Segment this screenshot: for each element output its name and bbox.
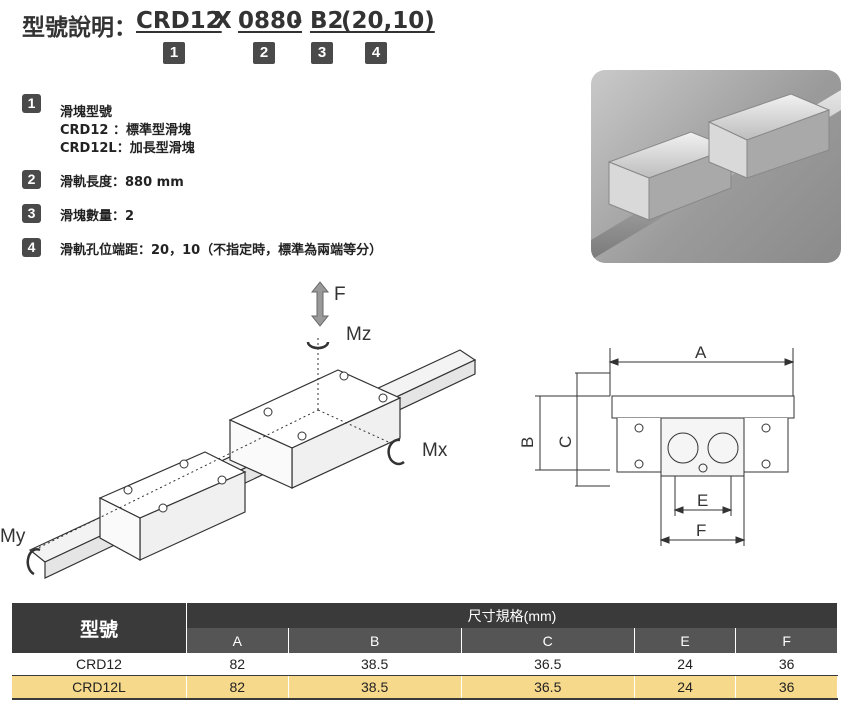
legend-item-1-line-3: CRD12L：加長型滑塊: [60, 141, 195, 156]
label-my: My: [0, 526, 26, 547]
code-badge-1: 1: [163, 42, 185, 64]
cell-c: 36.5: [461, 675, 635, 699]
dim-label-b: B: [518, 437, 537, 448]
legend-item-4: 滑軌孔位端距：20，10（不指定時，標準為兩端等分）: [60, 243, 383, 258]
label-f: F: [334, 284, 346, 305]
code-separator-dash: -: [293, 8, 303, 34]
table-col-a: A: [186, 628, 289, 653]
slide-rail-photo-illustration: [591, 90, 841, 260]
dim-label-a: A: [695, 343, 707, 362]
table-header-model: 型號: [12, 603, 187, 653]
spec-table: 型號 尺寸規格(mm) A B C E F CRD12 82 38.5 36.5…: [12, 603, 838, 700]
cross-section-drawing: A B C E F: [518, 343, 795, 546]
code-part-quantity: B2: [310, 8, 344, 34]
code-part-hole-pitch: (20,10): [341, 8, 435, 34]
legend-item-2: 滑軌長度：880 mm: [60, 175, 184, 190]
moment-mx-icon: [387, 438, 405, 466]
legend-badge-3: 3: [22, 204, 41, 223]
moment-my-icon: [26, 548, 41, 576]
code-badge-4: 4: [365, 42, 387, 64]
legend-item-1-line-2: CRD12 ：標準型滑塊: [60, 123, 191, 138]
code-separator-x: X: [214, 8, 232, 34]
dim-label-e: E: [697, 491, 708, 510]
table-row: CRD12 82 38.5 36.5 24 36: [12, 653, 838, 676]
table-header-dimensions: 尺寸規格(mm): [186, 603, 838, 628]
legend-badge-4: 4: [22, 238, 41, 257]
table-col-c: C: [461, 628, 635, 653]
force-arrow-icon: [310, 281, 330, 327]
cell-e: 24: [634, 675, 737, 699]
rail-moment-diagram: F Mz Mx My: [0, 281, 477, 579]
cell-a: 82: [186, 653, 289, 676]
moment-mz-icon: [306, 341, 330, 350]
product-photo: [591, 70, 841, 263]
label-mx: Mx: [422, 440, 448, 461]
cell-model: CRD12: [12, 653, 187, 676]
table-row: CRD12L 82 38.5 36.5 24 36: [12, 675, 838, 699]
cell-b: 38.5: [288, 675, 462, 699]
table-col-e: E: [634, 628, 737, 653]
dim-label-f: F: [696, 521, 706, 540]
code-part-length: 0880: [238, 8, 303, 34]
dim-label-c: C: [556, 436, 575, 448]
cell-c: 36.5: [461, 653, 635, 676]
label-mz: Mz: [346, 324, 371, 345]
cell-f: 36: [735, 653, 838, 676]
cell-a: 82: [186, 675, 289, 699]
cell-f: 36: [735, 675, 838, 699]
legend-badge-1: 1: [22, 94, 41, 113]
legend-badge-2: 2: [22, 170, 41, 189]
legend-item-1-line-1: 滑塊型號: [60, 105, 113, 120]
cell-b: 38.5: [288, 653, 462, 676]
code-badge-2: 2: [253, 42, 275, 64]
cell-model: CRD12L: [12, 675, 187, 699]
table-col-b: B: [288, 628, 462, 653]
table-col-f: F: [735, 628, 838, 653]
legend-item-3: 滑塊數量：2: [60, 209, 135, 224]
cell-e: 24: [634, 653, 737, 676]
model-title: 型號說明：: [22, 15, 137, 41]
code-badge-3: 3: [311, 42, 333, 64]
code-part-model: CRD12: [136, 8, 222, 34]
